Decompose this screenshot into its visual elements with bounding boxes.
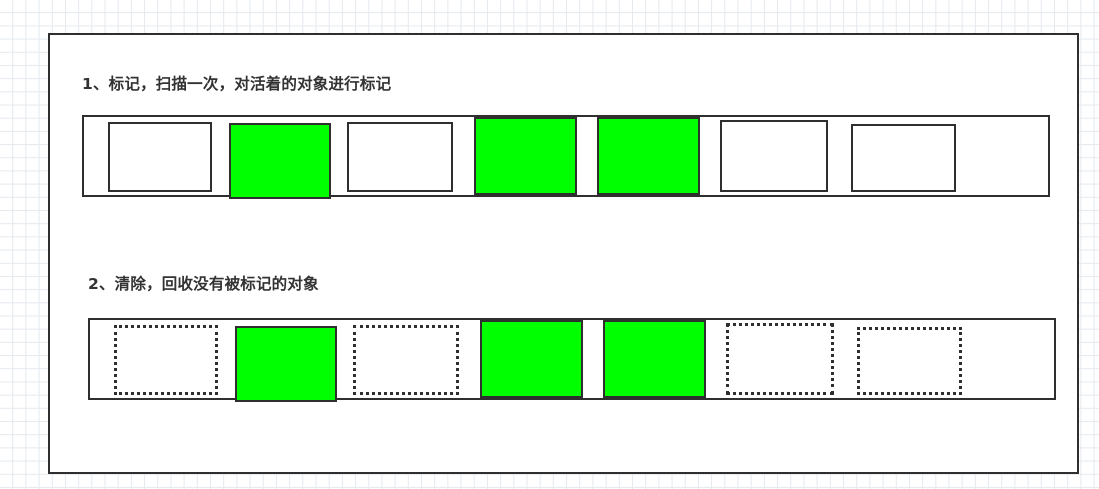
heap-object-1-5 bbox=[597, 116, 700, 195]
step-2-label: 2、清除，回收没有被标记的对象 bbox=[88, 275, 319, 293]
heap-object-1-7 bbox=[851, 123, 956, 192]
heap-object-1-6 bbox=[720, 119, 828, 192]
step-2-group: 2、清除，回收没有被标记的对象 bbox=[88, 275, 1068, 402]
diagram-card: 1、标记，扫描一次，对活着的对象进行标记 2、清除，回收没有被标记的对象 bbox=[48, 33, 1079, 474]
heap-object-2-3 bbox=[353, 324, 459, 395]
heap-object-1-4 bbox=[474, 116, 577, 195]
heap-object-2-1 bbox=[114, 324, 218, 395]
heap-object-1-3 bbox=[347, 121, 453, 192]
heap-strip-step-2 bbox=[88, 317, 1056, 402]
heap-object-2-7 bbox=[857, 326, 962, 395]
heap-object-2-2 bbox=[235, 325, 337, 402]
step-1-label: 1、标记，扫描一次，对活着的对象进行标记 bbox=[82, 75, 392, 93]
heap-object-1-2 bbox=[229, 122, 331, 199]
heap-object-2-6 bbox=[726, 322, 834, 395]
heap-object-2-4 bbox=[480, 319, 583, 398]
step-1-group: 1、标记，扫描一次，对活着的对象进行标记 bbox=[82, 75, 1062, 199]
heap-object-2-5 bbox=[603, 319, 706, 398]
heap-strip-step-1 bbox=[82, 114, 1050, 199]
heap-object-1-1 bbox=[108, 121, 212, 192]
